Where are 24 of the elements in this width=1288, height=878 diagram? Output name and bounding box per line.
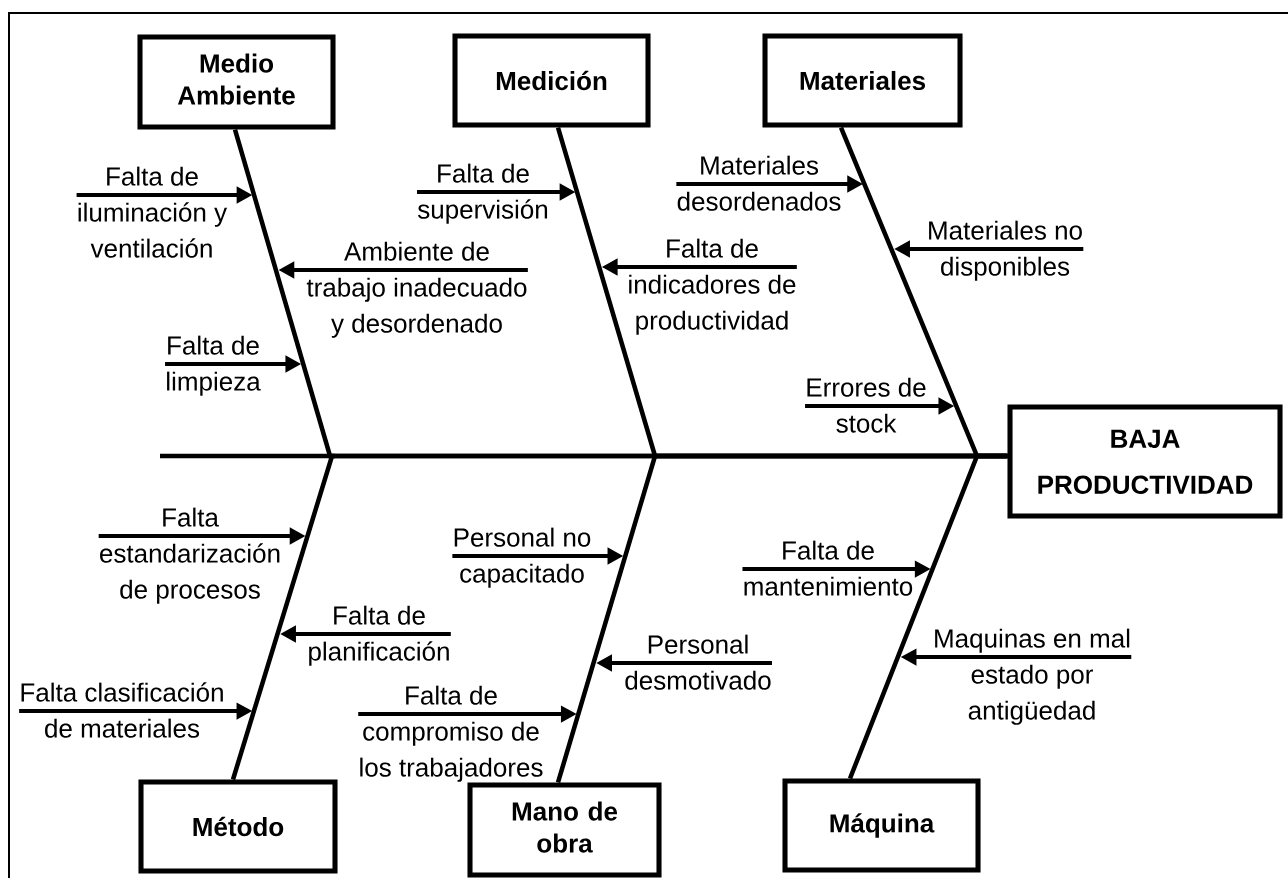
category-box: Medio Ambiente (137, 34, 336, 130)
cause-label: Falta de limpieza (167, 335, 261, 396)
cause-label: Materiales desordenados (677, 155, 841, 211)
cause-label: Falta estandarización de procesos (100, 507, 280, 604)
category-box: Materiales (762, 33, 963, 128)
cause-label: Falta de planificación (309, 605, 449, 666)
cause-label: Personal no capacitado (454, 527, 591, 588)
category-box: Método (138, 779, 338, 874)
cause-label: Falta de indicadores de productividad (629, 238, 796, 335)
category-box: Medición (452, 33, 651, 128)
effect-box: BAJA PRODUCTIVIDAD (1007, 404, 1283, 519)
category-box: Mano de obra (467, 782, 662, 878)
cause-label: Falta de iluminación y ventilación (78, 166, 228, 258)
cause-label: Falta clasificación de materiales (21, 682, 223, 738)
cause-label: Ambiente de trabajo inadecuado y desordenado (306, 241, 527, 338)
cause-label: Personal desmotivado (625, 634, 771, 690)
cause-label: Maquinas en mal estado por antigüedad (935, 628, 1130, 725)
bone-line (847, 453, 1008, 780)
cause-label: Errores de stock (807, 377, 926, 433)
cause-label: Falta de compromiso de los trabajadores (360, 685, 543, 782)
cause-label: Falta de mantenimiento (744, 540, 913, 596)
cause-label: Materiales no disponibles (929, 220, 1082, 281)
cause-label: Falta de supervisión (418, 163, 548, 224)
category-box: Máquina (782, 778, 981, 873)
